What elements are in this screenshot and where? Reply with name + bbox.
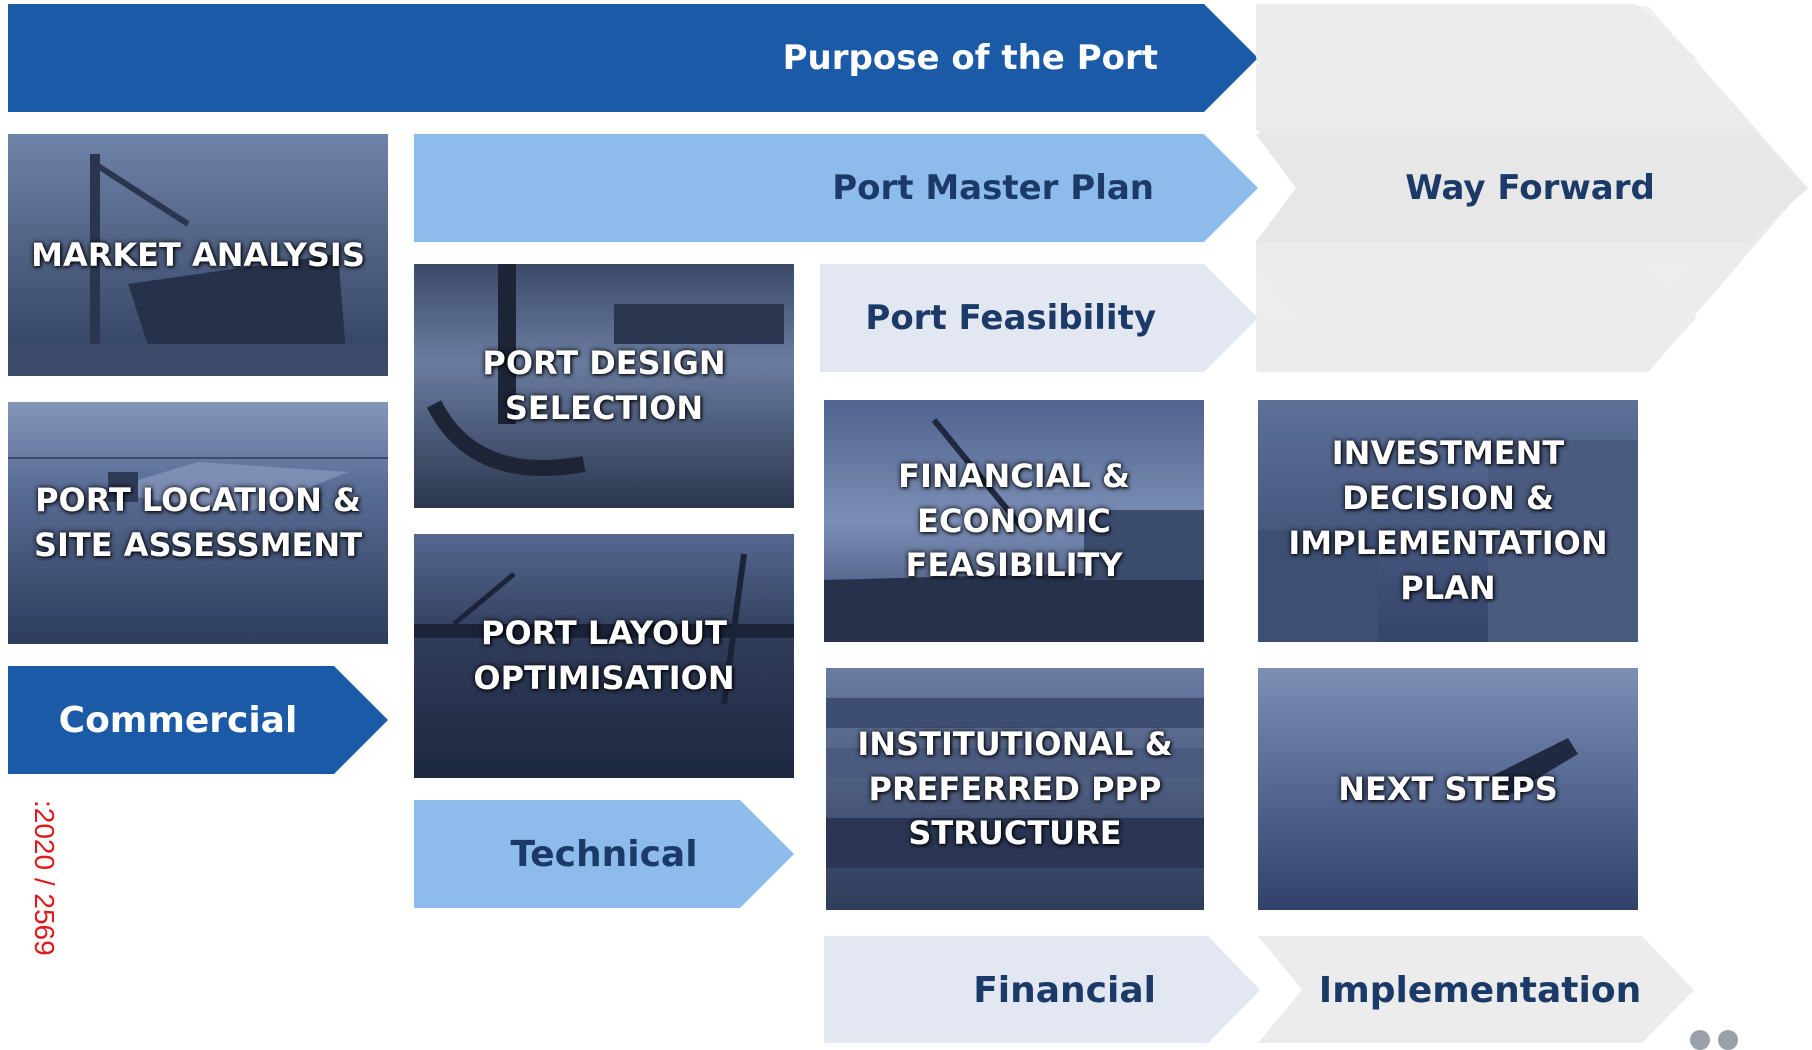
port-location-tile: PORT LOCATION & SITE ASSESSMENT <box>8 402 388 644</box>
purpose-arrow-shape <box>8 4 1258 112</box>
purpose-label: Purpose of the Port <box>782 38 1158 78</box>
institutional-label: INSTITUTIONAL & PREFERRED PPP STRUCTURE <box>857 724 1173 853</box>
commercial-arrow-shape <box>8 666 388 774</box>
port-design-label: PORT DESIGN SELECTION <box>482 344 726 427</box>
master-plan-arrow: Port Master Plan <box>414 134 1154 242</box>
investment-tile: INVESTMENT DECISION & IMPLEMENTATION PLA… <box>1258 400 1638 642</box>
feasibility-arrow-shape <box>820 264 1258 372</box>
market-analysis-tile: MARKET ANALYSIS <box>8 134 388 376</box>
port-layout-tile: PORT LAYOUT OPTIMISATION <box>414 534 794 778</box>
technical-label: Technical <box>510 833 698 875</box>
technical-arrow-shape <box>414 800 794 908</box>
financial-arrow: Financial <box>824 936 1156 1044</box>
investment-label: INVESTMENT DECISION & IMPLEMENTATION PLA… <box>1288 434 1608 607</box>
financial-economic-tile: FINANCIAL & ECONOMIC FEASIBILITY <box>824 400 1204 642</box>
way-forward-row3-shape <box>1256 264 1696 372</box>
port-layout-label: PORT LAYOUT OPTIMISATION <box>473 614 735 697</box>
technical-arrow: Technical <box>414 800 794 908</box>
commercial-label: Commercial <box>58 699 298 741</box>
way-forward-label: Way Forward <box>1405 168 1655 208</box>
next-steps-tile: NEXT STEPS <box>1258 668 1638 910</box>
financial-arrow-shape <box>824 936 1260 1043</box>
market-analysis-label: MARKET ANALYSIS <box>31 235 365 274</box>
ship-crane-image <box>8 134 388 376</box>
side-code: :2020 / 2569 <box>20 800 60 1000</box>
implementation-label: Implementation <box>1318 969 1642 1011</box>
feasibility-arrow: Port Feasibility <box>820 264 1156 372</box>
master-plan-label: Port Master Plan <box>832 168 1154 208</box>
container-yard-image <box>826 668 1204 910</box>
purpose-arrow: Purpose of the Port <box>8 4 1158 112</box>
cargo-ship-image <box>824 400 1204 642</box>
port-design-tile: PORT DESIGN SELECTION <box>414 264 794 508</box>
container-stack-image <box>1258 400 1638 642</box>
ship-at-sea-image <box>1258 668 1638 910</box>
implementation-arrow-shape <box>1258 936 1694 1043</box>
way-forward-row2-shape <box>1256 134 1808 242</box>
financial-economic-label: FINANCIAL & ECONOMIC FEASIBILITY <box>898 456 1130 585</box>
institutional-tile: INSTITUTIONAL & PREFERRED PPP STRUCTURE <box>826 668 1204 910</box>
next-steps-label: NEXT STEPS <box>1338 769 1558 808</box>
financial-label: Financial <box>973 969 1156 1011</box>
master-plan-arrow-shape <box>414 134 1258 242</box>
feasibility-label: Port Feasibility <box>865 298 1156 338</box>
corner-dot-left <box>1690 1030 1710 1050</box>
side-code-text: :2020 / 2569 <box>29 800 60 956</box>
port-location-label: PORT LOCATION & SITE ASSESSMENT <box>33 481 363 564</box>
sea-dredger-image <box>8 402 388 644</box>
implementation-arrow: Implementation <box>1300 936 1660 1044</box>
commercial-arrow: Commercial <box>8 666 348 774</box>
harbour-cranes-image <box>414 534 794 778</box>
way-forward-row1-shape <box>1256 4 1696 112</box>
way-forward-arrow: Way Forward <box>1300 134 1760 242</box>
anchor-image <box>414 264 794 508</box>
corner-dot-right <box>1718 1030 1738 1050</box>
